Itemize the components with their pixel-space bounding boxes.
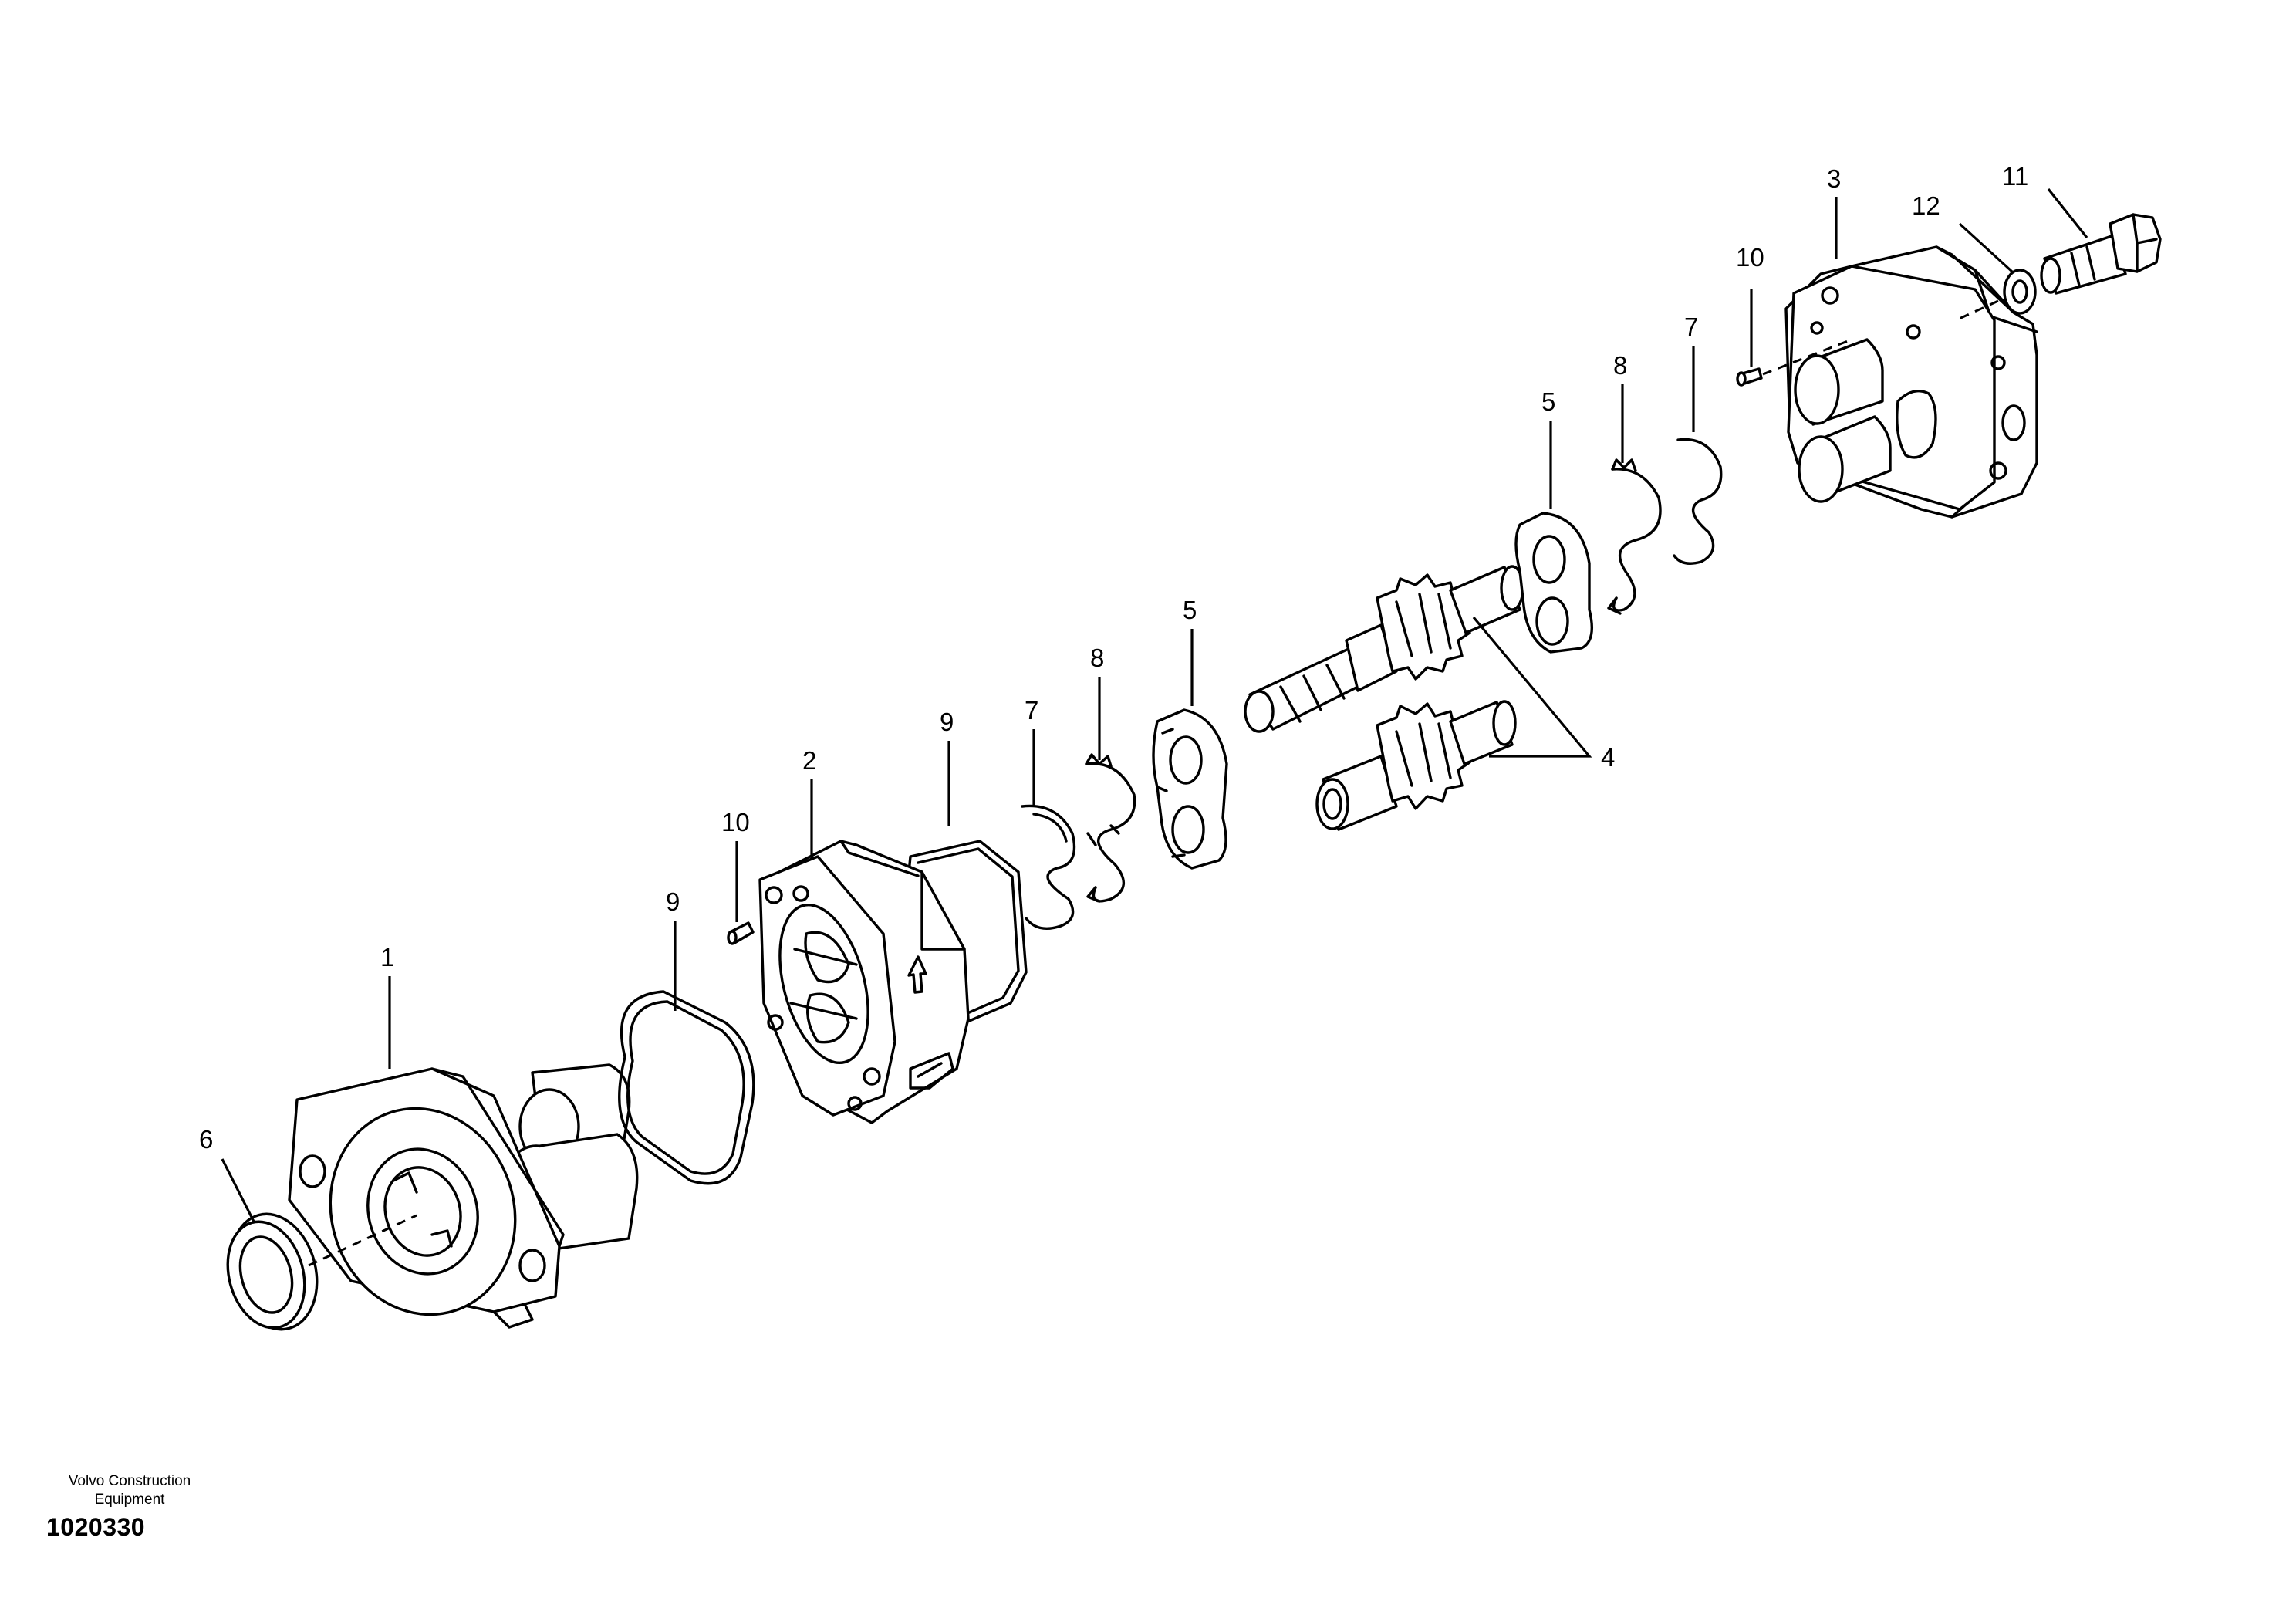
brand-line-1: Volvo Construction xyxy=(68,1473,191,1489)
part-7-wire-ring-front[interactable] xyxy=(1021,804,1076,930)
part-10-dowel-pin-rear[interactable] xyxy=(1736,367,1763,387)
callout-10-rear: 10 xyxy=(1736,243,1764,272)
part-7-wire-ring-rear[interactable] xyxy=(1673,438,1723,565)
part-8-clip-front[interactable] xyxy=(1085,753,1136,903)
callout-5-front: 5 xyxy=(1183,596,1197,624)
brand-caption: Volvo Construction Equipment xyxy=(31,1472,228,1509)
callout-1: 1 xyxy=(380,943,394,972)
part-5-bearing-plate-front[interactable] xyxy=(1152,708,1228,870)
callout-9-rear: 9 xyxy=(940,708,954,736)
callout-6: 6 xyxy=(199,1125,213,1154)
callout-5-rear: 5 xyxy=(1541,387,1555,416)
part-5-bearing-plate-rear[interactable] xyxy=(1514,512,1593,654)
part-9-body-seal-front[interactable] xyxy=(618,990,755,1185)
callout-3: 3 xyxy=(1827,164,1841,193)
callout-12: 12 xyxy=(1912,191,1940,220)
part-4-driven-gear-shaft[interactable] xyxy=(1315,700,1517,831)
callout-labels: 1 2 3 4 5 5 6 7 7 8 8 9 9 10 10 11 12 xyxy=(199,162,2028,1154)
part-3-rear-cover[interactable] xyxy=(1784,245,2038,519)
part-10-dowel-pin-front[interactable] xyxy=(727,921,755,945)
brand-line-2: Equipment xyxy=(94,1492,165,1508)
callout-9-front: 9 xyxy=(666,887,680,916)
callout-7-rear: 7 xyxy=(1684,313,1698,341)
callout-8-rear: 8 xyxy=(1613,351,1627,380)
part-12-washer[interactable] xyxy=(2003,269,2037,315)
callout-4: 4 xyxy=(1601,743,1615,772)
part-6-shaft-seal[interactable] xyxy=(217,1205,329,1340)
part-1-front-cover[interactable] xyxy=(288,1063,639,1339)
leader-lines xyxy=(221,188,2088,1224)
callout-7-front: 7 xyxy=(1025,696,1038,725)
part-8-clip-rear[interactable] xyxy=(1607,458,1662,615)
callout-10-front: 10 xyxy=(721,808,750,836)
part-4-drive-gear-shaft[interactable] xyxy=(1244,565,1524,733)
callout-8-front: 8 xyxy=(1090,644,1104,672)
drawing-number: 1020330 xyxy=(46,1513,146,1541)
callout-2: 2 xyxy=(802,746,816,775)
part-2-gear-housing[interactable] xyxy=(758,840,1028,1124)
callout-11: 11 xyxy=(2002,162,2028,191)
part-11-bolt[interactable] xyxy=(2040,213,2162,295)
